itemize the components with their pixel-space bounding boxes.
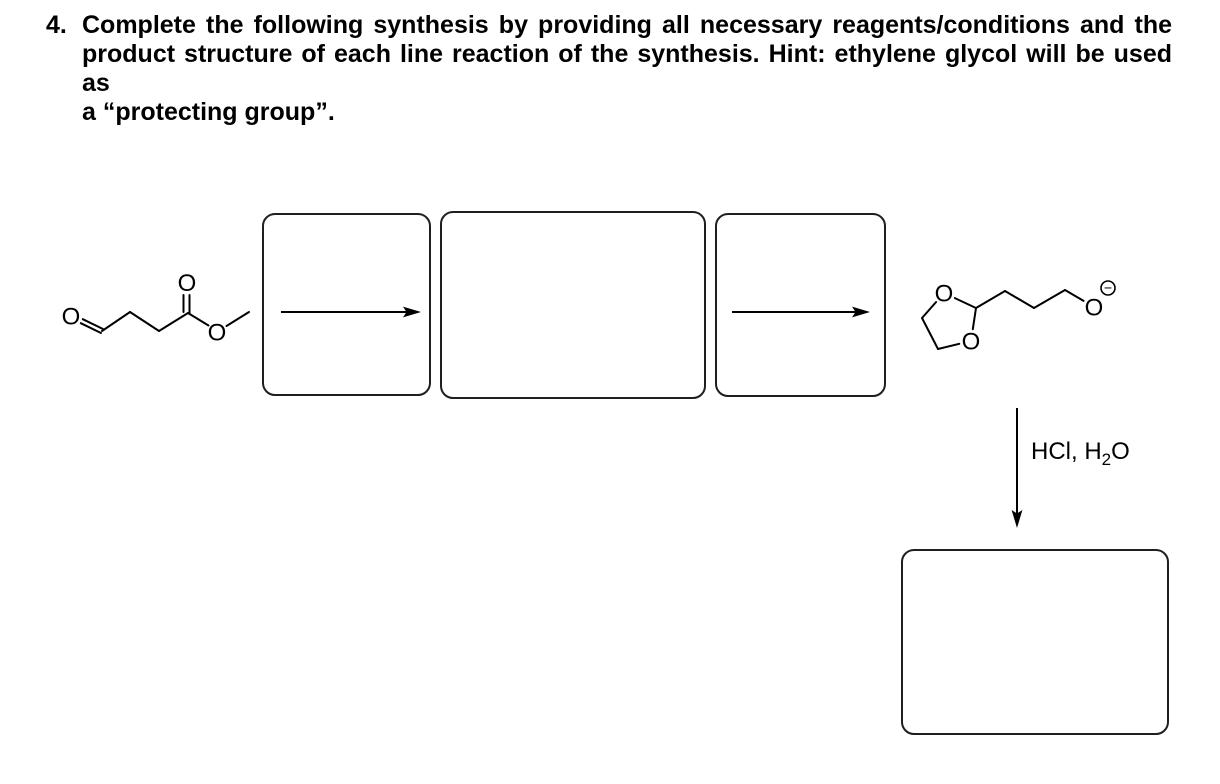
bond-line [101,311,131,332]
reactant-structure: O O O [62,270,250,347]
bond-line [921,301,938,319]
hydrolysis-arrow: HCl, H2O [1011,408,1130,528]
charge-minus: − [1104,280,1112,296]
answer-box-intermediate[interactable] [440,211,706,399]
bond-line [158,312,189,332]
answer-box-reagents-2[interactable] [715,213,886,397]
atom-label-carbonyl-o: O [178,270,197,297]
atom-label-ring-o-top: O [935,281,954,308]
question-line-1: Complete the following synthesis by prov… [82,11,1172,39]
atom-label-ring-o-bottom: O [962,329,981,356]
reaction-arrow-2 [732,306,870,318]
bond-double-line [81,318,104,330]
question-text: Complete the following synthesis by prov… [82,11,1172,127]
product-structure: O O O − [921,280,1116,356]
reaction-arrow-1 [281,306,421,318]
question-number: 4. [46,11,67,39]
atom-label-aldehyde-o: O [62,304,81,331]
bond-line [975,290,1006,309]
bond-line [971,307,977,331]
bond-line [187,312,210,327]
hydrolysis-reagents-label: HCl, H2O [1031,438,1130,469]
negative-charge-icon: − [1100,280,1116,296]
charge-circle [1100,280,1116,296]
bond-line [953,297,977,309]
arrowhead-icon [403,306,421,318]
atom-label-ester-o: O [208,320,227,347]
bond-line [921,317,939,350]
bond-line [225,311,250,327]
atom-label-alkoxide-o: O [1085,295,1104,322]
arrowhead-icon [852,306,870,318]
bond-line [129,311,160,332]
bond-line [1004,290,1035,309]
label-suffix: O [1111,438,1130,465]
arrowhead-icon [1011,510,1023,528]
bond-line [1033,289,1066,309]
label-prefix: HCl, H [1031,438,1102,465]
bond-line [1064,289,1085,302]
label-subscript: 2 [1102,450,1111,469]
answer-box-final-product[interactable] [901,549,1169,735]
bond-double-line [79,322,102,334]
bond-line [937,342,961,350]
answer-box-reagents-1[interactable] [262,213,431,396]
question-line-2: product structure of each line reaction … [82,40,1172,97]
question-line-3: a “protecting group”. [82,98,335,126]
